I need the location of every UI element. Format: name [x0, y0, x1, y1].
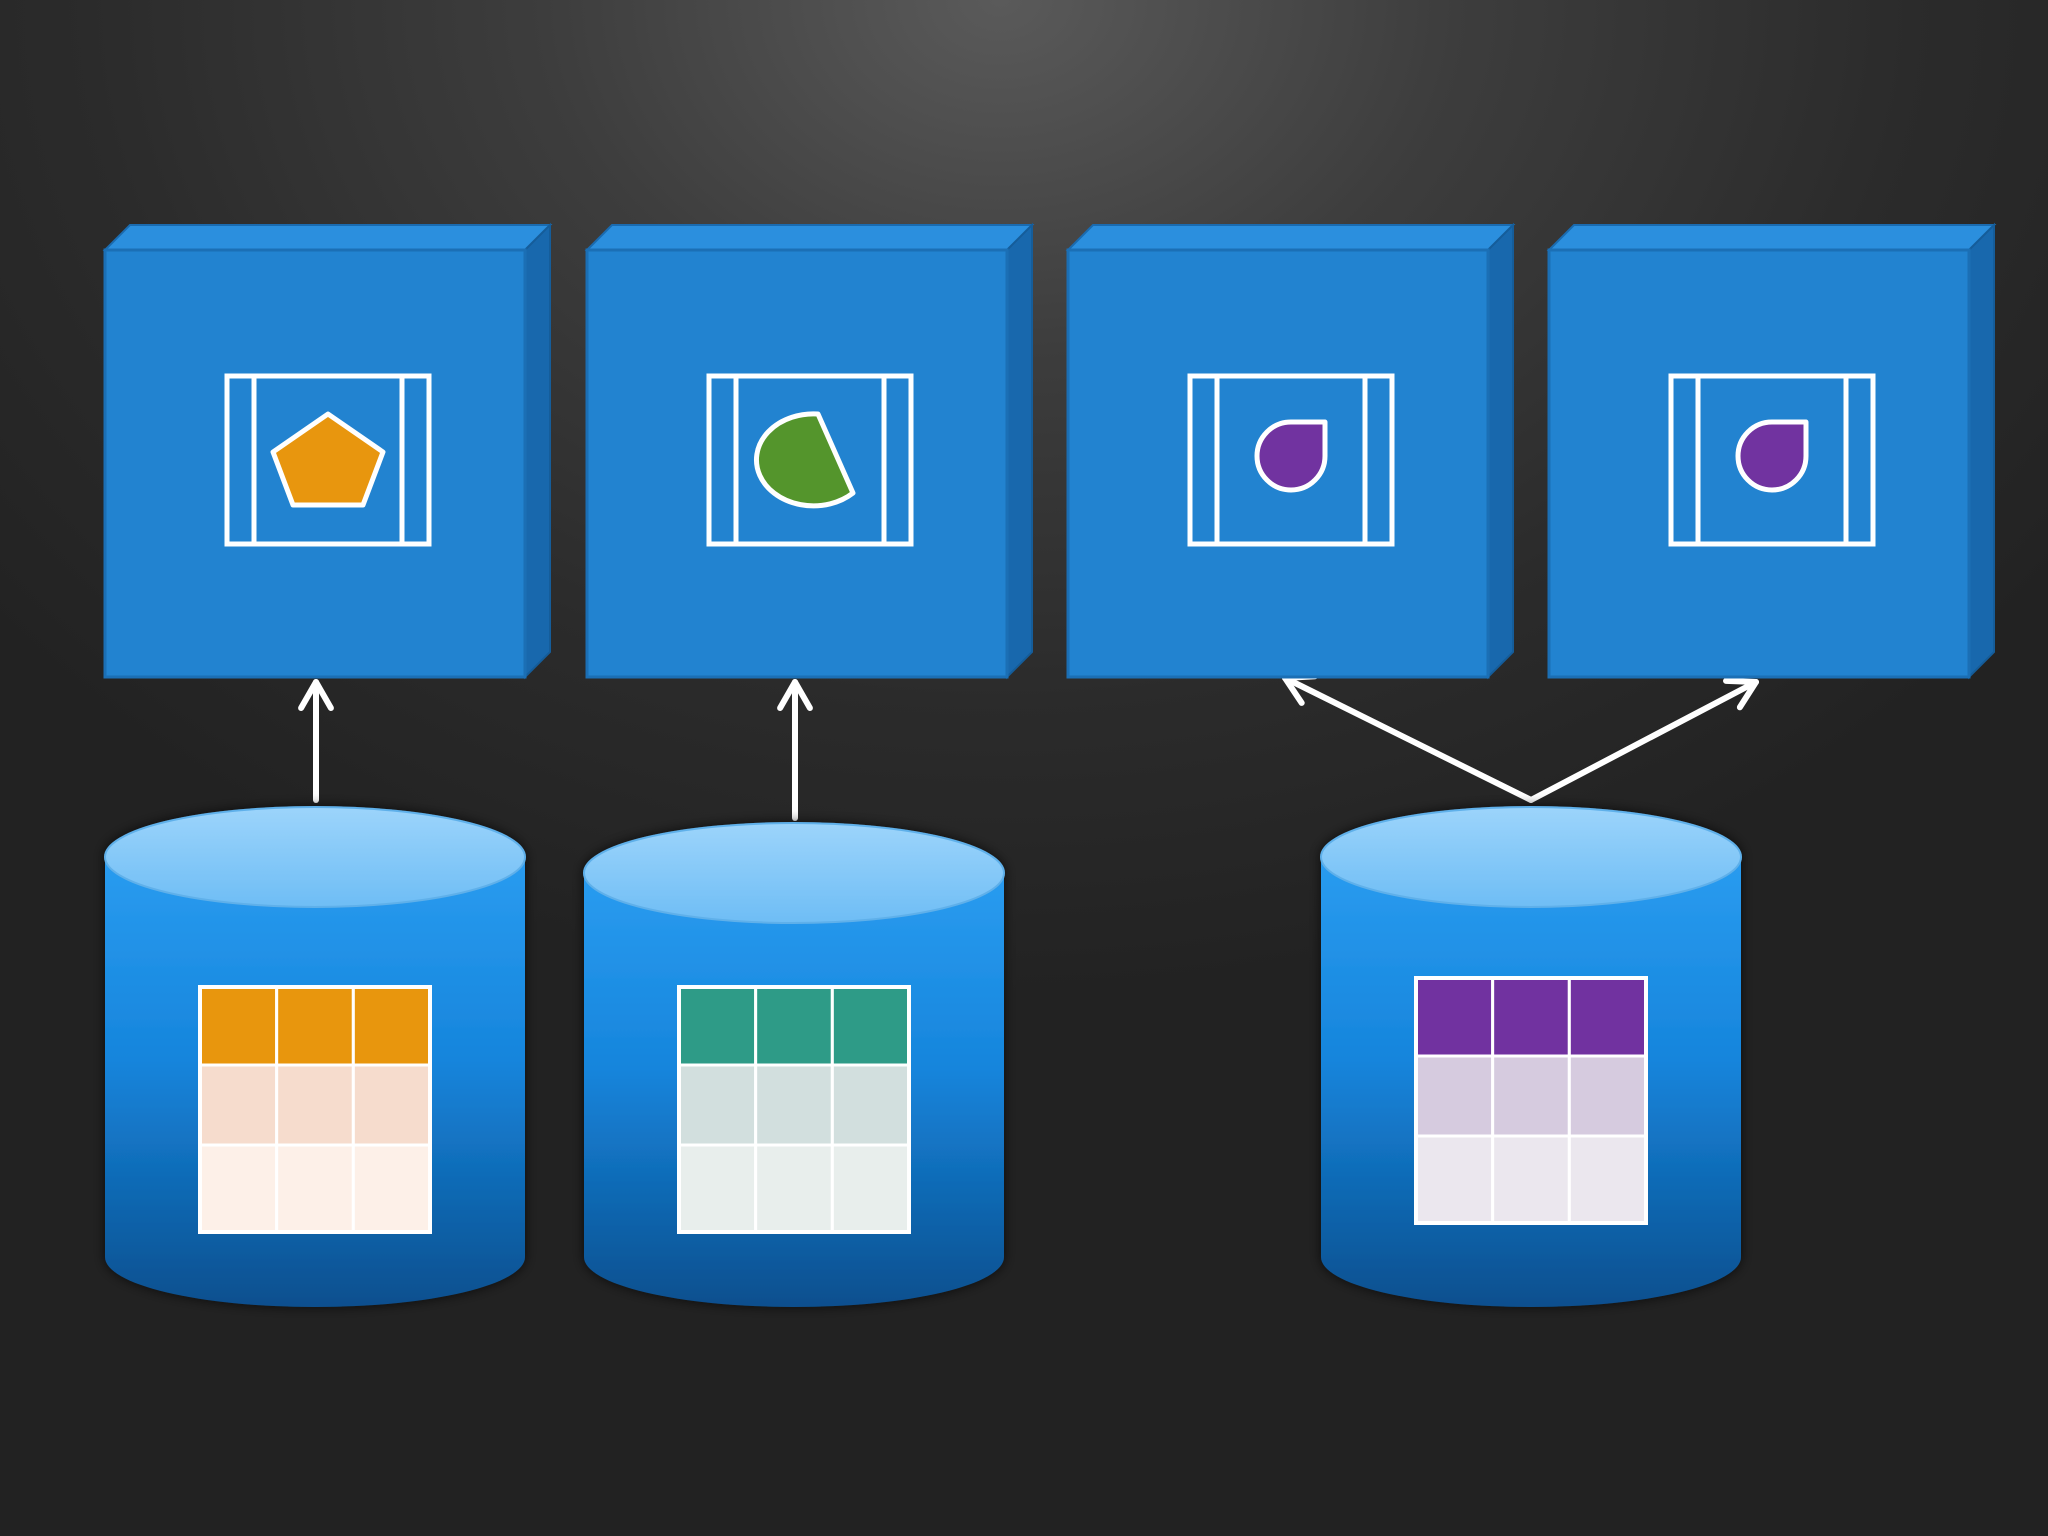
container-frame-icon [1668, 373, 1876, 547]
cube-top-face [1546, 224, 1997, 251]
frame-outer [1668, 373, 1876, 547]
table-cell [198, 1063, 279, 1147]
cylinder-top [104, 806, 526, 908]
cylinder-top [1320, 806, 1742, 908]
connector-arrow-4 [1528, 677, 1759, 803]
table-cell [1491, 1134, 1571, 1225]
table-icon [198, 985, 432, 1234]
table-cell [1414, 976, 1495, 1058]
container-frame-icon [224, 373, 432, 547]
cylinder-2 [583, 822, 1005, 1307]
arrow-head [777, 679, 813, 712]
table-cell [351, 1143, 432, 1234]
table-cell [754, 1143, 834, 1234]
cube-side-face [524, 222, 551, 680]
cube-front-face [103, 248, 527, 679]
pie-slice-icon [754, 411, 856, 509]
connector-arrow-1 [298, 679, 334, 803]
cube-3 [1065, 222, 1516, 680]
frame-outer [1187, 373, 1395, 547]
table-cell [198, 985, 279, 1067]
table-cell [275, 985, 355, 1067]
table-border [1414, 976, 1648, 1225]
table-icon [1414, 976, 1648, 1225]
arrows-layer [298, 673, 1759, 821]
arrow-head [1723, 677, 1759, 711]
cube-top-face [1065, 224, 1516, 251]
table-cell [198, 1143, 279, 1234]
cubes-layer [102, 222, 1997, 680]
cube-side-face [1968, 222, 1995, 680]
cube-side-face [1487, 222, 1514, 680]
container-frame-icon [1187, 373, 1395, 547]
table-cell [275, 1063, 355, 1147]
table-cell [830, 985, 911, 1067]
cube-top-face [102, 224, 553, 251]
connector-arrow-3 [1282, 673, 1534, 803]
connector-arrow-2 [777, 679, 813, 821]
cube-2 [584, 222, 1035, 680]
arrow-head [298, 679, 334, 712]
table-cell [754, 1063, 834, 1147]
table-cell [677, 985, 758, 1067]
cube-4 [1546, 222, 1997, 680]
table-cell [1414, 1054, 1495, 1138]
drop-icon [1735, 419, 1809, 493]
table-cell [1567, 1134, 1648, 1225]
table-cell [1567, 1054, 1648, 1138]
arrow-line [1528, 679, 1759, 803]
table-cell [1491, 976, 1571, 1058]
table-border [677, 985, 911, 1234]
table-cell [351, 1063, 432, 1147]
drop-icon [1254, 419, 1328, 493]
arrow-line [1282, 675, 1534, 803]
table-cell [830, 1143, 911, 1234]
frame-outer [706, 373, 914, 547]
table-border [198, 985, 432, 1234]
table-cell [677, 1063, 758, 1147]
table-cell [830, 1063, 911, 1147]
table-cell [275, 1143, 355, 1234]
cylinders-layer [104, 806, 1742, 1307]
table-icon [677, 985, 911, 1234]
cube-1 [102, 222, 553, 680]
table-cell [677, 1143, 758, 1234]
cylinder-top [583, 822, 1005, 924]
pentagon-icon [270, 411, 386, 508]
table-cell [754, 985, 834, 1067]
container-frame-icon [706, 373, 914, 547]
cylinder-3 [1320, 806, 1742, 1307]
table-cell [1567, 976, 1648, 1058]
frame-outer [224, 373, 432, 547]
table-cell [1491, 1054, 1571, 1138]
table-cell [1414, 1134, 1495, 1225]
cylinder-1 [104, 806, 526, 1307]
cube-top-face [584, 224, 1035, 251]
cube-side-face [1006, 222, 1033, 680]
cube-front-face [1066, 248, 1490, 679]
table-cell [351, 985, 432, 1067]
